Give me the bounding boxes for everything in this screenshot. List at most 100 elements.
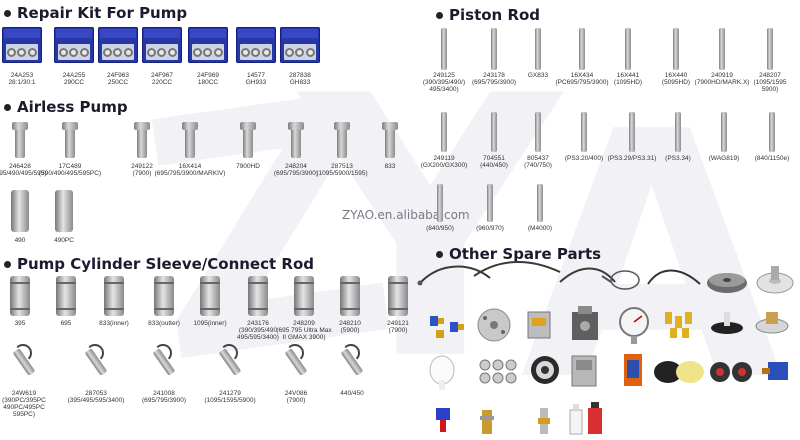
item-code: 695 xyxy=(60,320,72,327)
seal-ring-icon xyxy=(168,47,178,57)
airless-pump-image xyxy=(385,124,395,158)
item-subtitle: (695/795/3900) xyxy=(273,170,319,177)
kit-lid xyxy=(282,29,318,38)
item-code: 14577 xyxy=(246,72,266,79)
item-code: 287838 xyxy=(289,72,311,79)
item-code: 805437 xyxy=(527,155,549,162)
sleeve-band xyxy=(248,282,268,284)
piston-rod-image xyxy=(535,28,541,70)
seal-ring-icon xyxy=(58,47,68,57)
connect-rod-eye xyxy=(286,344,304,362)
pump-head-image xyxy=(12,122,28,130)
pump-head-image xyxy=(62,122,78,130)
item-subtitle: GH833 xyxy=(289,79,311,86)
seal-ring-icon xyxy=(240,47,250,57)
item-code: 490 xyxy=(14,237,26,244)
kit-window xyxy=(102,44,134,60)
diaphragm-image xyxy=(711,312,743,334)
switch-image xyxy=(762,362,788,380)
kit-lid xyxy=(56,29,92,38)
item-caption: 17C489(390/490/495/595PC) xyxy=(30,163,110,177)
fitting-image xyxy=(430,316,464,338)
item-caption: 249122(7900) xyxy=(102,163,182,177)
connect-rod-eye xyxy=(220,344,238,362)
item-code: 833(outter) xyxy=(148,320,180,327)
lubricant-bottle-image xyxy=(569,404,583,435)
item-caption: 833(inner) xyxy=(74,320,154,327)
item-code: (PS3.29/PS3.31) xyxy=(607,155,657,162)
piston-rod-image xyxy=(579,28,585,70)
item-caption: (M4000) xyxy=(500,225,580,232)
seal-ring-icon xyxy=(192,47,202,57)
cylinder-sleeve-image xyxy=(248,276,268,316)
item-subtitle: (395/490/495/595) xyxy=(0,170,47,177)
piston-rod-image xyxy=(675,112,681,152)
piston-rod-image xyxy=(769,112,775,152)
cylinder-sleeve-image xyxy=(104,276,124,316)
seal-ring-icon xyxy=(146,47,156,57)
seal-ring-icon xyxy=(17,47,27,57)
seal-ring-icon xyxy=(203,47,213,57)
item-code: 24F963 xyxy=(106,72,130,79)
piston-rod-image xyxy=(441,28,447,70)
piston-rod-image xyxy=(535,112,541,152)
item-code: 241279 xyxy=(219,390,241,397)
item-caption: 24V086(7900) xyxy=(256,390,336,404)
connect-rod-eye xyxy=(14,344,32,362)
repair-kit-box-image xyxy=(142,27,182,63)
section-title-other-parts: Other Spare Parts xyxy=(436,245,601,263)
item-code: 241008 xyxy=(153,390,175,397)
seal-ring-icon xyxy=(28,47,38,57)
piston-rod-image xyxy=(491,112,497,152)
pump-block-image xyxy=(572,306,598,340)
kit-window xyxy=(240,44,272,60)
item-caption: 16X434(PC695/795/3900) xyxy=(542,72,622,86)
item-caption: 243178(695/795/3900) xyxy=(454,72,534,86)
item-subtitle: 28:1/30:1 xyxy=(8,79,36,86)
sleeve-band xyxy=(248,308,268,310)
item-caption: 248210(5900) xyxy=(310,320,390,334)
cylinder-sleeve-image xyxy=(200,276,220,316)
piston-rod-image xyxy=(537,184,543,222)
item-caption: 16X440(5095HD) xyxy=(636,72,716,86)
item-caption: (960/970) xyxy=(450,225,530,232)
item-code: 24F967 xyxy=(150,72,174,79)
filter-image xyxy=(755,312,789,334)
seal-rings-image xyxy=(479,359,517,384)
item-code: 7900HD xyxy=(236,163,260,170)
kit-window xyxy=(58,44,90,60)
item-caption: 7900HD xyxy=(208,163,288,170)
piston-rod-image xyxy=(581,112,587,152)
cylinder-sleeve-image xyxy=(10,276,30,316)
airless-pump-image xyxy=(243,124,253,158)
seal-ring-icon xyxy=(157,47,167,57)
item-subtitle: (395/495/595/3400) xyxy=(67,397,125,404)
seal-ring-icon xyxy=(102,47,112,57)
item-caption: 16X441(1095HD) xyxy=(588,72,668,86)
item-code: (M4000) xyxy=(527,225,553,232)
item-subtitle: (7900) xyxy=(388,327,408,334)
sleeve-band xyxy=(200,308,220,310)
pad-image xyxy=(654,361,704,383)
item-caption: 249119(GX200/GX300) xyxy=(404,155,484,169)
inlet-valve-image xyxy=(480,410,494,434)
connect-rod-eye xyxy=(86,344,104,362)
item-caption: GX833 xyxy=(498,72,578,79)
item-code: 24F969 xyxy=(196,72,220,79)
item-code: (960/970) xyxy=(476,225,504,232)
item-code: 833(inner) xyxy=(99,320,129,327)
item-subtitle: II GMAX 3900) xyxy=(282,334,326,341)
item-subtitle: 250CC xyxy=(107,79,129,86)
item-code: 24A253 xyxy=(10,72,34,79)
piston-rod-image xyxy=(491,28,497,70)
hose-image xyxy=(473,261,561,277)
piston-rod-image xyxy=(441,112,447,152)
seal-ring-icon xyxy=(113,47,123,57)
item-caption: (PS3.34) xyxy=(638,155,718,162)
airless-pump-image xyxy=(337,124,347,158)
piston-rod-image xyxy=(437,184,443,222)
